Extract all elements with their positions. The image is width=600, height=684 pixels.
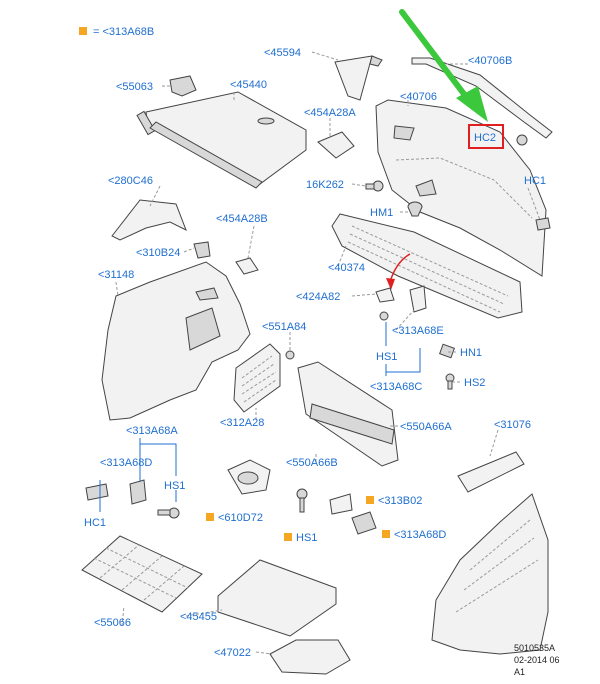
- marker-hs1-bottom-icon: [284, 533, 292, 541]
- part-551a84: [285, 350, 295, 360]
- label-454a28a: <454A28A: [304, 107, 356, 119]
- part-312a28-grille: [233, 343, 281, 413]
- label-16k262: 16K262: [306, 179, 344, 191]
- part-40706-handle-recess: [415, 179, 437, 197]
- reference-line-2: 02-2014 06: [514, 655, 560, 665]
- reference-line-3: A1: [514, 667, 525, 677]
- hs1-bottom-screw-shank: [299, 497, 305, 513]
- label-31076: <31076: [494, 419, 531, 431]
- part-40706-recess: [393, 125, 415, 141]
- group-bracket-313a68e: [385, 322, 421, 376]
- part-16k262-stem: [365, 183, 375, 190]
- label-45440: <45440: [230, 79, 267, 91]
- part-280c46: [111, 199, 187, 241]
- marker-313b02-icon: [366, 496, 374, 504]
- part-40374-scuff-plate: [331, 213, 523, 319]
- part-454a28b: [235, 257, 259, 275]
- part-45440-handle: [257, 117, 275, 125]
- hc1-top-clip-icon: [535, 217, 551, 231]
- label-313a68d-right: <313A68D: [394, 529, 446, 541]
- label-454a28b: <454A28B: [216, 213, 268, 225]
- part-610d72-inner: [237, 471, 259, 485]
- part-310b24: [193, 241, 211, 259]
- part-40374-ribs: [347, 225, 509, 313]
- label-hc1-top: HC1: [524, 175, 546, 187]
- label-hc2: HC2: [474, 132, 496, 144]
- group-bracket-313a68a: [99, 438, 177, 512]
- part-45594: [334, 55, 373, 101]
- screw-icon: [379, 311, 389, 321]
- hs2-screw-shank: [447, 380, 453, 390]
- part-45440-bar: [149, 121, 263, 189]
- part-313a68d-right: [351, 511, 377, 535]
- part-31148-window-recess: [185, 307, 221, 351]
- part-454a28a: [317, 131, 355, 159]
- part-55066-mesh: [93, 543, 189, 601]
- part-31076-right-trim: [431, 493, 549, 655]
- legend-marker-icon: [79, 27, 87, 35]
- part-31076-ribs: [455, 519, 539, 613]
- label-55066: <55066: [94, 617, 131, 629]
- label-hm1: HM1: [370, 207, 393, 219]
- label-40374: <40374: [328, 262, 365, 274]
- green-arrowhead-icon: [456, 86, 488, 122]
- label-313a68c: <313A68C: [370, 381, 422, 393]
- part-550a66-strip: [309, 403, 395, 445]
- hc2-highlight-box: [468, 124, 504, 149]
- part-550a66-panel: [297, 361, 399, 467]
- legend-text: = <313A68B: [93, 26, 154, 38]
- label-hn1: HN1: [460, 347, 482, 359]
- hn1-nut-icon: [439, 343, 455, 359]
- label-hc1-left: HC1: [84, 517, 106, 529]
- label-47022: <47022: [214, 647, 251, 659]
- part-55066-net: [81, 535, 203, 613]
- label-45455: <45455: [180, 611, 217, 623]
- label-hs1-mid: HS1: [376, 351, 397, 363]
- reference-line-1: 5010535A: [514, 643, 555, 653]
- part-313a68e: [409, 285, 427, 313]
- hc1-left-clip-icon: [85, 483, 109, 501]
- part-47022-tray: [269, 639, 351, 675]
- label-312a28: <312A28: [220, 417, 264, 429]
- label-610d72: <610D72: [218, 512, 263, 524]
- label-313a68a: <313A68A: [126, 425, 178, 437]
- label-hs1-bottom: HS1: [296, 532, 317, 544]
- label-40706: <40706: [400, 91, 437, 103]
- part-45594-clip: [369, 55, 383, 67]
- label-hs2: HS2: [464, 377, 485, 389]
- label-313a68e: <313A68E: [392, 325, 444, 337]
- green-pointer-arrow-icon: [399, 9, 473, 105]
- label-551a84: <551A84: [262, 321, 306, 333]
- part-45455-floor-mat: [217, 559, 337, 637]
- part-424a82: [375, 287, 395, 303]
- part-40706-inner: [395, 157, 533, 219]
- marker-610d72-icon: [206, 513, 214, 521]
- label-280c46: <280C46: [108, 175, 153, 187]
- part-40706b: [411, 57, 553, 139]
- marker-313a68d-right-icon: [382, 530, 390, 538]
- hm1-fastener-icon: [407, 201, 423, 217]
- label-313a68d-left: <313A68D: [100, 457, 152, 469]
- part-31148-vent: [195, 287, 219, 301]
- part-313a68d-left-bracket: [129, 479, 147, 505]
- part-31148-quarter-trim: [101, 261, 251, 421]
- label-550a66a: <550A66A: [400, 421, 452, 433]
- label-31148: <31148: [98, 269, 134, 281]
- label-55063: <55063: [116, 81, 153, 93]
- label-hs1-left: HS1: [164, 480, 185, 492]
- label-313b02: <313B02: [378, 495, 422, 507]
- label-310b24: <310B24: [136, 247, 180, 259]
- label-550a66b: <550A66B: [286, 457, 338, 469]
- hs1-left-screw-shank: [157, 509, 171, 516]
- hc2-clip-icon: [516, 134, 528, 146]
- label-45594: <45594: [264, 47, 301, 59]
- part-31076-bracket: [457, 451, 525, 493]
- part-313b02: [329, 493, 353, 515]
- part-55063-bracket: [169, 75, 197, 97]
- label-424a82: <424A82: [296, 291, 340, 303]
- red-arrowhead-icon: [386, 278, 395, 290]
- label-40706b: <40706B: [468, 55, 512, 67]
- leader-lines: [115, 51, 541, 655]
